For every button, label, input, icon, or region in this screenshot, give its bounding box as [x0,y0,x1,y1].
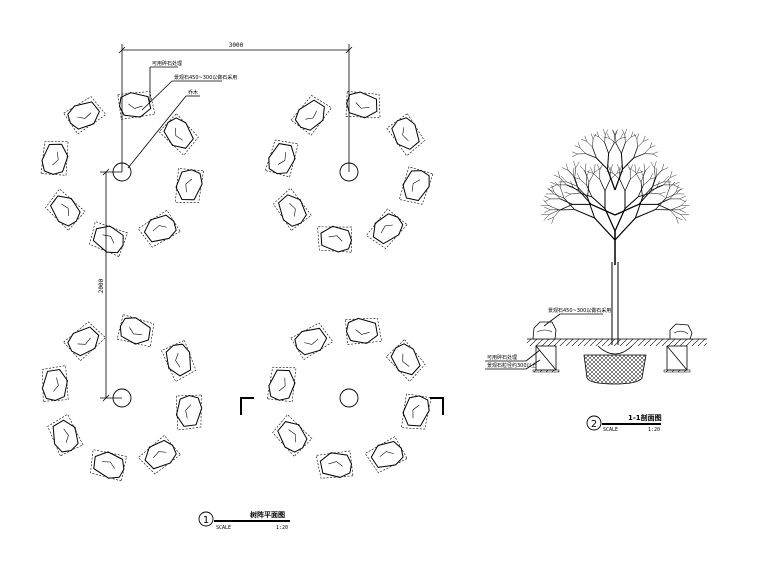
section-callout-stone: 景观石450~300以做石采用 [548,307,611,314]
landscape-stone [363,206,409,252]
dimension-2000-label: 2000 [98,278,105,293]
landscape-stone [62,318,108,363]
landscape-stone [269,412,314,458]
landscape-stone [270,186,313,232]
section-scale-value: 1:20 [648,427,660,433]
callout-gravel: 可用碎石处理 [152,60,182,67]
landscape-stone [315,450,354,479]
landscape-stone [136,208,182,250]
landscape-stone [174,393,203,432]
landscape-stone [289,91,335,138]
plan-title-number: 1 [203,515,209,526]
dimension-vertical: 2000 [98,168,122,402]
landscape-stone [343,89,384,122]
landscape-stone [39,137,72,178]
tree-pit [41,313,203,483]
landscape-stone [85,218,130,258]
landscape-stone [265,362,300,405]
landscape-stone [384,338,429,384]
section-cut-markers [240,397,444,415]
landscape-stone [171,165,205,208]
tree-pit [265,317,433,479]
landscape-stone [263,135,302,180]
landscape-stone [86,446,129,483]
dimension-3000-label: 3000 [229,42,244,49]
landscape-stone [289,320,335,362]
section-scale-label: SCALE [603,427,618,433]
section-callout-gravel: 可用碎石处理 [487,354,517,361]
section-title-number: 2 [591,419,597,430]
section-stones [532,321,693,340]
section-callouts: 景观石450~300以做石采用 可用碎石处理 景观石粒径约300以上 [485,307,611,370]
landscape-stone [396,164,435,209]
plan-scale-label: SCALE [216,525,231,531]
landscape-stone [136,433,182,477]
tree-trunk-circle [339,388,359,408]
plan-callouts: 可用碎石处理 景观石450~300以做石采用 乔木 [127,60,237,169]
callout-landscape-stone: 景观石450~300以做石采用 [174,74,237,81]
landscape-stone [385,112,428,158]
landscape-stone [160,339,198,384]
plan-scale-value: 1:20 [276,525,288,531]
landscape-stone [398,391,433,434]
landscape-stone [314,223,355,254]
root-ball [583,345,647,385]
landscape-stone [62,94,108,136]
tree-elevation [540,129,690,345]
landscape-stone [41,364,70,403]
landscape-stone [114,313,159,351]
landscape-stone [344,317,383,346]
section-callout-stone-size: 景观石粒径约300以上 [487,362,537,369]
plan-title-block: 1 树阵平面图 SCALE 1:20 [198,510,290,531]
plan-title-text: 树阵平面图 [250,510,285,519]
landscape-stone [157,112,202,158]
callout-tree: 乔木 [188,89,198,96]
landscape-stone [42,186,87,232]
landscape-stone [45,412,85,457]
section-title-text: 1-1剖面图 [628,413,662,422]
landscape-stone [363,435,408,475]
edge-boxes [532,345,691,373]
ground-line [527,338,707,346]
dimension-horizontal: 3000 [118,42,353,172]
section-title-block: 2 1-1剖面图 SCALE 1:20 [586,413,662,433]
